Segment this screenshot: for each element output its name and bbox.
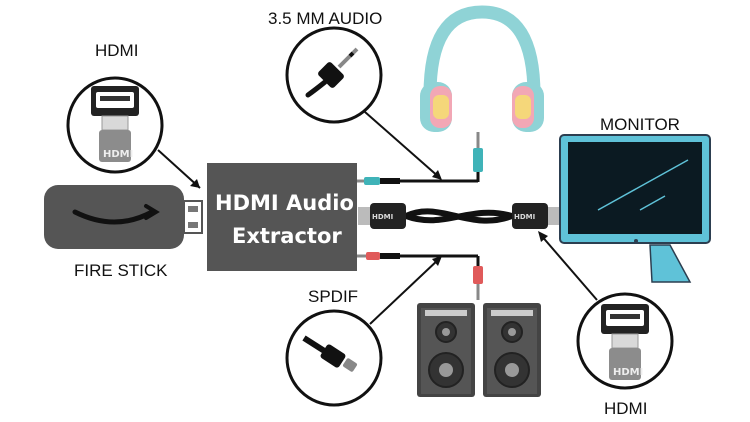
fire-stick — [44, 185, 203, 249]
extractor-title-line2: Extractor — [232, 224, 342, 248]
spdif-label: SPDIF — [308, 287, 358, 306]
hdmi-plug-label-top: HDMI — [103, 149, 133, 160]
extractor-title-line1: HDMI Audio — [215, 191, 354, 215]
hdmi-cable-plug-right-label: HDMI — [514, 213, 535, 221]
audio-35mm-cable — [357, 177, 478, 185]
headphones — [420, 5, 544, 182]
hdmi-output-callout: HDMI — [538, 231, 674, 390]
monitor — [559, 134, 711, 283]
monitor-label: MONITOR — [600, 115, 680, 134]
hdmi-output-label: HDMI — [604, 399, 647, 418]
spdif-cable — [357, 252, 483, 300]
spdif-callout — [285, 256, 442, 407]
hdmi-input-label: HDMI — [95, 41, 138, 60]
hdmi-plug-label-bottom: HDMI — [613, 367, 643, 378]
hdmi-port-callout: HDMI — [66, 76, 201, 189]
hdmi-cable-plug-left-label: HDMI — [372, 213, 393, 221]
speaker-left — [417, 303, 475, 397]
speaker-right — [483, 303, 541, 397]
audio-35mm-label: 3.5 MM AUDIO — [268, 9, 382, 28]
fire-stick-label: FIRE STICK — [74, 261, 168, 280]
hdmi-cable: HDMI HDMI — [358, 203, 560, 229]
audio-35mm-callout — [285, 26, 442, 180]
hdmi-audio-extractor-box: HDMI Audio Extractor — [207, 163, 357, 271]
